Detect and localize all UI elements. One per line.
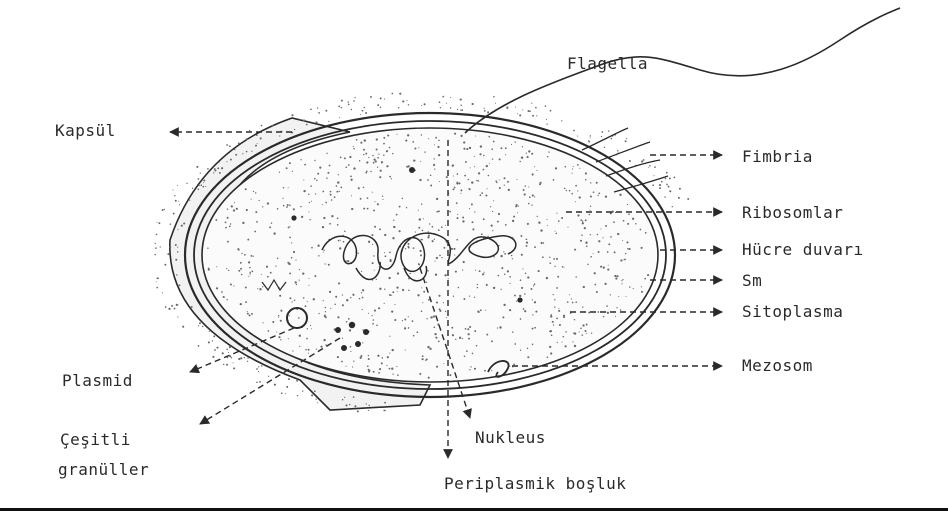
label-periplasmik-bosluk: Periplasmik boşluk	[444, 474, 626, 494]
label-mezosom: Mezosom	[742, 356, 813, 376]
flagellum	[465, 8, 900, 133]
label-ribosomlar: Ribosomlar	[742, 203, 843, 223]
label-granuller: granüller	[58, 460, 149, 480]
label-cesitli: Çeşitli	[60, 430, 131, 450]
label-kapsul: Kapsül	[55, 121, 116, 141]
cytoplasmic-membrane	[202, 128, 658, 382]
label-hucre-duvari: Hücre duvarı	[742, 240, 864, 260]
label-sm: Sm	[742, 271, 762, 291]
label-flagella: Flagella	[567, 54, 648, 74]
label-fimbria: Fimbria	[742, 147, 813, 167]
label-plasmid: Plasmid	[62, 371, 133, 391]
label-nukleus: Nukleus	[475, 428, 546, 448]
label-sitoplasma: Sitoplasma	[742, 302, 843, 322]
bottom-rule	[0, 508, 948, 511]
